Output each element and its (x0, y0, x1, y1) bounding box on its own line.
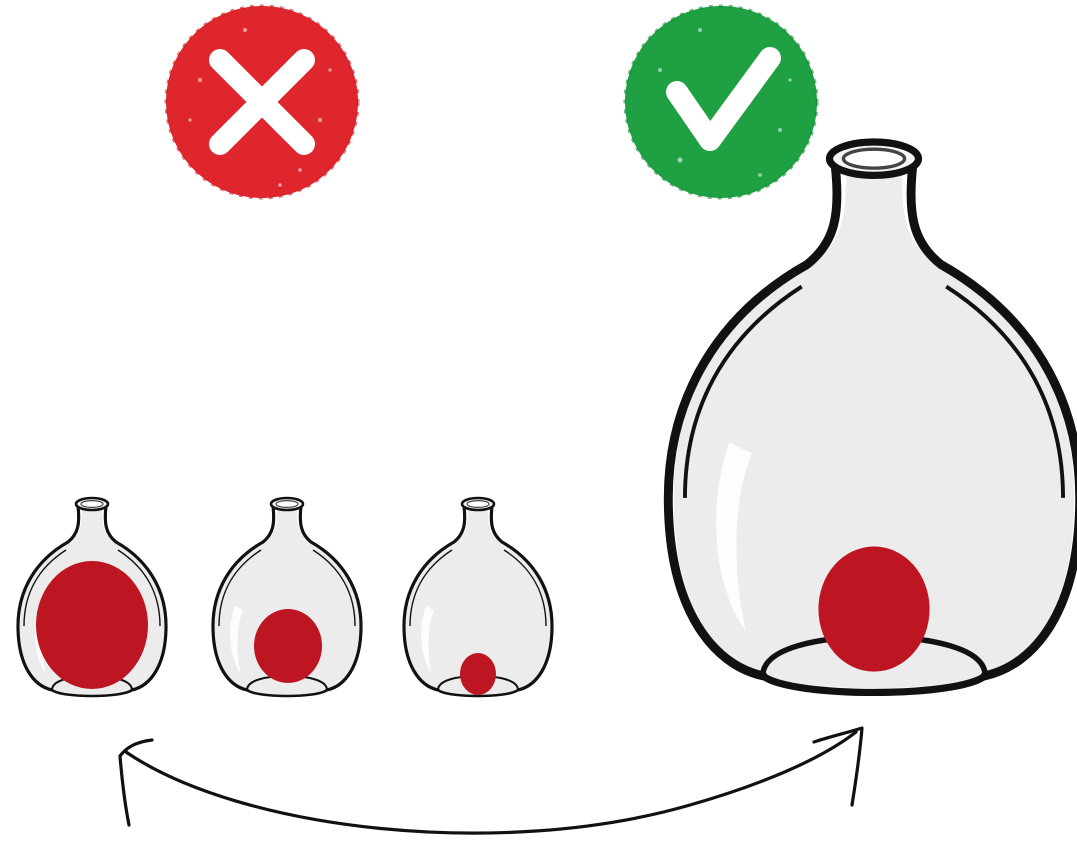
small-bottle-1 (18, 498, 166, 696)
small-red-ball (460, 653, 496, 695)
double-headed-curved-arrow-icon (120, 728, 862, 833)
large-red-ball (36, 561, 148, 689)
large-bottle (668, 142, 1077, 692)
medium-red-ball (254, 609, 322, 683)
x-mark-icon (166, 6, 358, 198)
small-bottle-2 (213, 498, 361, 696)
small-bottle-3 (404, 498, 552, 696)
check-mark-icon (625, 6, 817, 198)
large-bottle-red-ball (818, 546, 929, 671)
